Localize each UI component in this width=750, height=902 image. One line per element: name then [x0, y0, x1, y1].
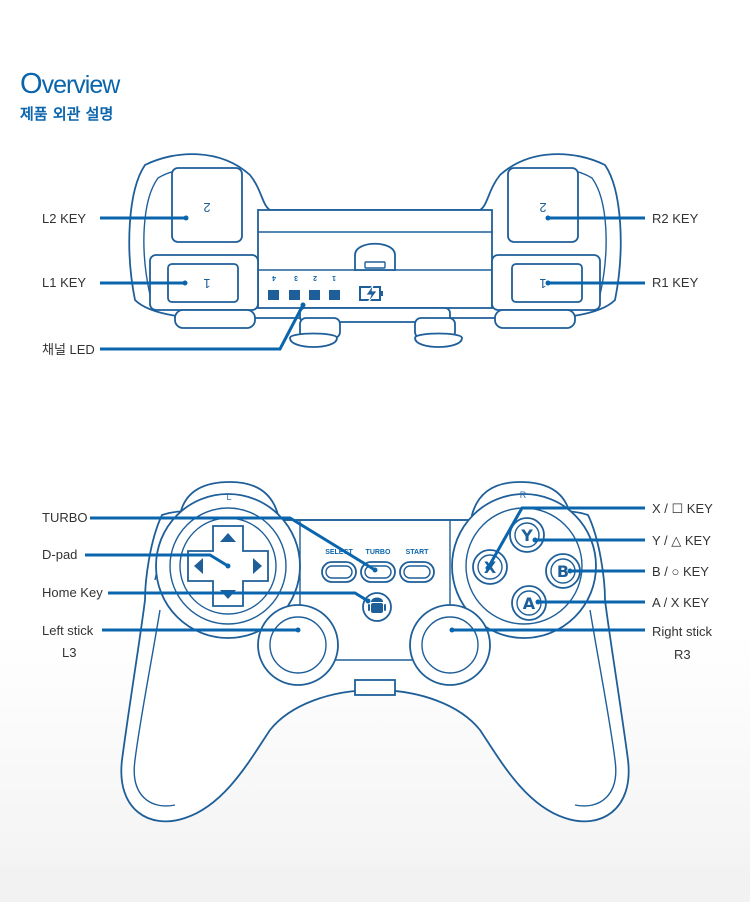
- led-number-4: 4: [272, 274, 276, 281]
- page-title: Overview: [20, 68, 120, 100]
- label-y-key: Y / △ KEY: [652, 533, 711, 548]
- battery-charge-icon: [359, 284, 383, 304]
- usb-port-icon: [354, 242, 396, 271]
- label-right-stick: Right stick: [652, 624, 712, 639]
- start-button: [399, 561, 435, 583]
- r1-key-number: 1: [539, 276, 546, 291]
- label-b-key: B / ○ KEY: [652, 564, 709, 579]
- top-view-controller: 2 2 1 1 4 3 2 1: [128, 153, 622, 348]
- start-text: START: [406, 549, 430, 556]
- l1-key-number: 1: [203, 276, 210, 291]
- label-r3: R3: [674, 647, 691, 662]
- label-l2-key: L2 KEY: [42, 211, 86, 226]
- label-a-key: A / X KEY: [652, 595, 709, 610]
- led-square-3: [289, 290, 300, 300]
- label-left-stick: Left stick: [42, 623, 94, 638]
- label-l1-key: L1 KEY: [42, 275, 86, 290]
- label-home-key: Home Key: [42, 585, 103, 600]
- android-icon: [368, 597, 386, 613]
- select-text: SELECT: [325, 549, 353, 556]
- l2-key-number: 2: [203, 200, 210, 215]
- label-channel-led: 채널 LED: [42, 342, 95, 357]
- led-square-4: [268, 290, 279, 300]
- shoulder-tag-l: L: [226, 492, 231, 502]
- footer-band: [0, 865, 750, 902]
- label-r2-key: R2 KEY: [652, 211, 699, 226]
- led-square-2: [309, 290, 320, 300]
- front-view-controller: SELECT TURBO START Y X B A: [120, 481, 630, 823]
- dpad-left-arrow-icon: [194, 558, 203, 574]
- led-number-1: 1: [332, 274, 336, 281]
- select-button: [321, 561, 357, 583]
- led-number-3: 3: [294, 274, 298, 281]
- led-number-2: 2: [313, 274, 317, 281]
- top-view-leaders: [100, 215, 645, 351]
- label-turbo: TURBO: [42, 510, 88, 525]
- y-button-letter: Y: [520, 526, 533, 545]
- page-subtitle: 제품 외관 설명: [20, 105, 114, 123]
- b-button-letter: B: [557, 562, 569, 581]
- label-l3: L3: [62, 645, 76, 660]
- label-x-key: X / ☐ KEY: [652, 501, 713, 516]
- label-dpad: D-pad: [42, 547, 77, 562]
- led-square-1: [329, 290, 340, 300]
- turbo-text: TURBO: [366, 549, 391, 556]
- label-r1-key: R1 KEY: [652, 275, 699, 290]
- dpad-right-arrow-icon: [253, 558, 262, 574]
- shoulder-tag-r: R: [520, 490, 527, 500]
- a-button-letter: A: [523, 594, 536, 613]
- dpad-up-arrow-icon: [220, 533, 236, 542]
- front-view-leaders: [85, 506, 645, 633]
- l2-key: [171, 167, 243, 243]
- r2-key: [507, 167, 579, 243]
- r2-key-number: 2: [539, 200, 546, 215]
